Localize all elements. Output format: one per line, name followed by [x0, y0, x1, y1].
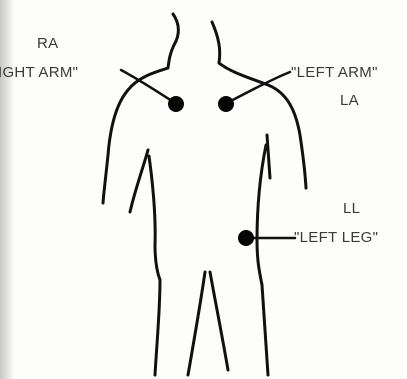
neck-right-line	[212, 22, 220, 63]
right-leg-outer	[155, 280, 160, 375]
left-leg-label: "LEFT LEG"	[294, 230, 378, 245]
left-leg-inner	[210, 272, 228, 370]
la-label: LA	[340, 93, 359, 108]
left-leg-outer	[262, 285, 268, 375]
neck-left-line	[168, 14, 178, 68]
right-leg-inner	[188, 272, 205, 375]
ll-label: LL	[343, 201, 360, 216]
left-inner-arm-line	[267, 135, 270, 178]
right-inner-arm-line	[130, 150, 148, 212]
right-arm-label: IGHT ARM"	[0, 65, 78, 80]
left-arm-label: "LEFT ARM"	[291, 65, 378, 80]
ra-electrode-dot	[168, 96, 184, 112]
la-electrode-dot	[218, 96, 234, 112]
ll-electrode-dot	[238, 230, 254, 246]
left-torso-side	[257, 145, 266, 285]
la-leader-line	[227, 72, 290, 103]
ra-label: RA	[37, 36, 58, 51]
right-torso-side	[149, 156, 160, 280]
right-shoulder-arm-outline	[103, 68, 168, 203]
